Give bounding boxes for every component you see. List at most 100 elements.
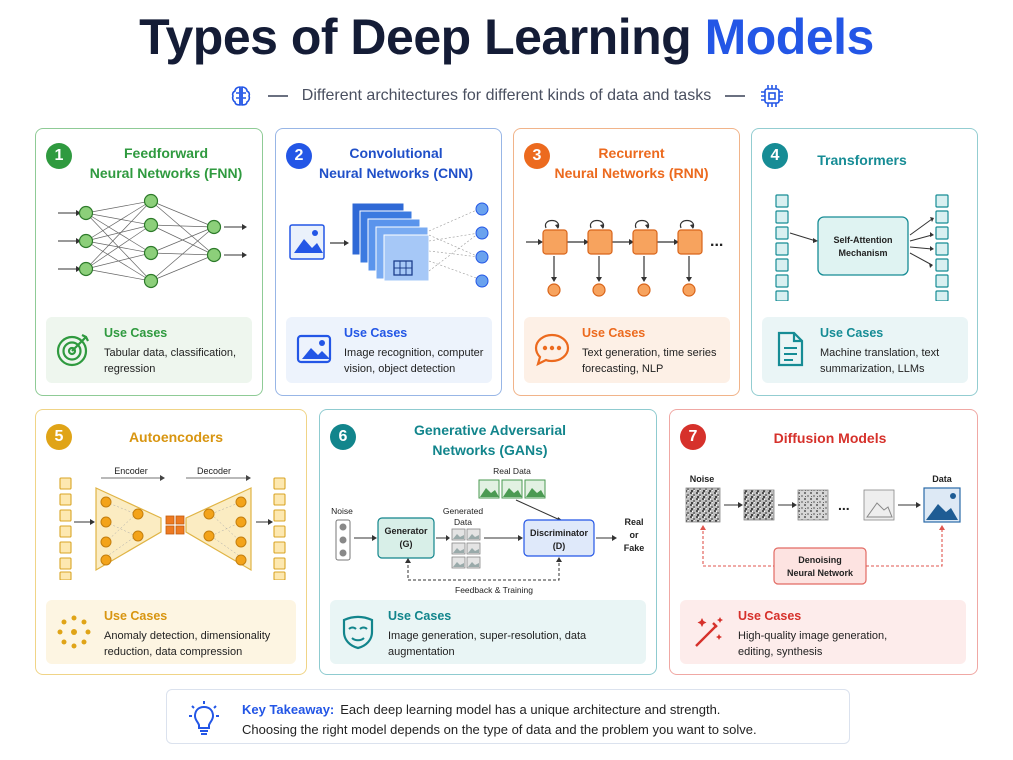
use-cases-text: Image recognition, computer vision, obje… bbox=[344, 347, 484, 375]
card-number: 3 bbox=[524, 143, 550, 169]
subtitle-dash-right bbox=[725, 95, 746, 97]
generator-line1: Generator bbox=[384, 526, 428, 536]
autoencoder-diagram: Encoder Decoder bbox=[59, 466, 286, 580]
card-title-line2: Neural Networks (FNN) bbox=[89, 165, 243, 181]
card-number: 4 bbox=[762, 143, 788, 169]
chat-icon bbox=[534, 333, 570, 367]
noise-label: Noise bbox=[331, 506, 353, 516]
brain-icon bbox=[231, 86, 250, 106]
key-takeaway-box: Key Takeaway: Each deep learning model ha… bbox=[166, 689, 850, 744]
encoder-label: Encoder bbox=[114, 466, 148, 476]
magic-wand-icon bbox=[695, 617, 723, 647]
use-cases-text: Anomaly detection, dimensionality reduct… bbox=[104, 630, 271, 658]
gan-diagram: Noise Generator (G) Generated Data Real … bbox=[331, 466, 645, 595]
card-title-line2: Neural Networks (RNN) bbox=[554, 165, 709, 181]
generated-line1: Generated bbox=[443, 506, 483, 516]
use-cases-text: Tabular data, classification, regression bbox=[104, 347, 237, 375]
card-diffusion: 7 Diffusion Models Noise Data ... Denois… bbox=[669, 409, 978, 675]
use-cases-box: Use Cases Tabular data, classification, … bbox=[46, 317, 252, 383]
key-takeaway-line1: Each deep learning model has a unique ar… bbox=[340, 702, 721, 717]
card-title-line1: Convolutional bbox=[349, 145, 443, 161]
title-main: Types of Deep Learning bbox=[139, 9, 705, 65]
subtitle-text: Different architectures for different ki… bbox=[301, 87, 712, 104]
card-title: Feedforward Neural Networks (FNN) bbox=[76, 143, 256, 183]
generator-line2: (G) bbox=[400, 539, 413, 549]
transformer-diagram: Self-Attention Mechanism bbox=[775, 194, 949, 301]
card-title: Recurrent Neural Networks (RNN) bbox=[544, 143, 719, 183]
key-takeaway-label: Key Takeaway: bbox=[242, 702, 335, 717]
card-title-line1: Feedforward bbox=[123, 145, 208, 161]
output-line1: Real bbox=[624, 517, 643, 527]
use-cases-box: Use Cases Anomaly detection, dimensional… bbox=[46, 600, 296, 664]
use-cases-text: High-quality image generation, editing, … bbox=[738, 630, 888, 658]
card-number: 5 bbox=[46, 424, 72, 450]
use-cases-box: Use Cases Machine translation, text summ… bbox=[762, 317, 968, 383]
chip-icon bbox=[761, 85, 784, 107]
output-line2: or bbox=[630, 530, 639, 540]
card-title: Transformers bbox=[817, 152, 907, 168]
card-title-line1: Generative Adversarial bbox=[413, 422, 566, 438]
card-number: 2 bbox=[286, 143, 312, 169]
data-label: Data bbox=[932, 474, 953, 484]
card-title-line2: Neural Networks (CNN) bbox=[318, 165, 474, 181]
rnn-diagram: ... bbox=[526, 219, 723, 297]
use-cases-title: Use Cases bbox=[582, 326, 646, 340]
denoise-line1: Denoising bbox=[798, 555, 842, 565]
card-gans: 6 Generative Adversarial Networks (GANs)… bbox=[319, 409, 657, 675]
feedback-label: Feedback & Training bbox=[455, 585, 533, 595]
document-icon bbox=[777, 331, 804, 367]
use-cases-text: Machine translation, text summarization,… bbox=[820, 347, 940, 375]
discriminator-line1: Discriminator bbox=[530, 528, 589, 538]
use-cases-text: Image generation, super-resolution, data… bbox=[388, 630, 587, 658]
use-cases-title: Use Cases bbox=[388, 609, 452, 623]
card-title: Generative Adversarial Networks (GANs) bbox=[380, 420, 600, 460]
attention-label-line2: Mechanism bbox=[838, 248, 887, 258]
card-fnn: 1 Feedforward Neural Networks (FNN) Use … bbox=[35, 128, 263, 396]
card-number: 1 bbox=[46, 143, 72, 169]
use-cases-title: Use Cases bbox=[104, 326, 168, 340]
card-number: 7 bbox=[680, 424, 706, 450]
cnn-diagram bbox=[289, 202, 489, 288]
subtitle-row: Different architectures for different ki… bbox=[0, 84, 1013, 108]
use-cases-title: Use Cases bbox=[104, 609, 168, 623]
generated-line2: Data bbox=[454, 517, 472, 527]
page-title: Types of Deep Learning Models bbox=[0, 8, 1013, 66]
diffusion-diagram: Noise Data ... Denoising Neural Network bbox=[685, 474, 961, 585]
target-icon bbox=[56, 334, 89, 367]
card-title: Diffusion Models bbox=[773, 430, 887, 446]
dotted-ring-icon bbox=[57, 615, 91, 649]
diffusion-ellipsis: ... bbox=[838, 497, 850, 513]
discriminator-line2: (D) bbox=[553, 541, 566, 551]
rnn-ellipsis: ... bbox=[710, 233, 723, 250]
use-cases-box: Use Cases Text generation, time series f… bbox=[524, 317, 730, 383]
key-takeaway-line2: Choosing the right model depends on the … bbox=[242, 722, 757, 737]
subtitle-dash-left bbox=[267, 95, 288, 97]
card-title: Autoencoders bbox=[128, 429, 224, 445]
use-cases-box: Use Cases High-quality image generation,… bbox=[680, 600, 966, 664]
card-cnn: 2 Convolutional Neural Networks (CNN) Us… bbox=[275, 128, 502, 396]
noise-label: Noise bbox=[690, 474, 715, 484]
card-autoencoders: 5 Autoencoders Encoder Decoder Use Cases… bbox=[35, 409, 307, 675]
lightbulb-icon bbox=[189, 701, 219, 735]
fnn-diagram bbox=[58, 193, 247, 289]
output-line3: Fake bbox=[624, 543, 645, 553]
card-title-line1: Recurrent bbox=[598, 145, 665, 161]
use-cases-title: Use Cases bbox=[820, 326, 884, 340]
card-title-line2: Networks (GANs) bbox=[432, 442, 548, 458]
use-cases-title: Use Cases bbox=[344, 326, 408, 340]
key-takeaway-text: Key Takeaway: Each deep learning model ha… bbox=[242, 700, 757, 740]
title-accent: Models bbox=[704, 9, 875, 65]
card-number: 6 bbox=[330, 424, 356, 450]
card-transformers: 4 Transformers Self-Attention Mechanism … bbox=[751, 128, 978, 396]
card-title: Convolutional Neural Networks (CNN) bbox=[306, 143, 486, 183]
mask-icon bbox=[342, 615, 374, 650]
denoise-line2: Neural Network bbox=[787, 568, 854, 578]
use-cases-title: Use Cases bbox=[738, 609, 802, 623]
image-icon bbox=[296, 334, 332, 364]
use-cases-box: Use Cases Image generation, super-resolu… bbox=[330, 600, 646, 664]
use-cases-text: Text generation, time series forecasting… bbox=[582, 347, 717, 375]
use-cases-box: Use Cases Image recognition, computer vi… bbox=[286, 317, 492, 383]
decoder-label: Decoder bbox=[197, 466, 231, 476]
attention-label-line1: Self-Attention bbox=[834, 235, 893, 245]
real-data-label: Real Data bbox=[493, 466, 531, 476]
